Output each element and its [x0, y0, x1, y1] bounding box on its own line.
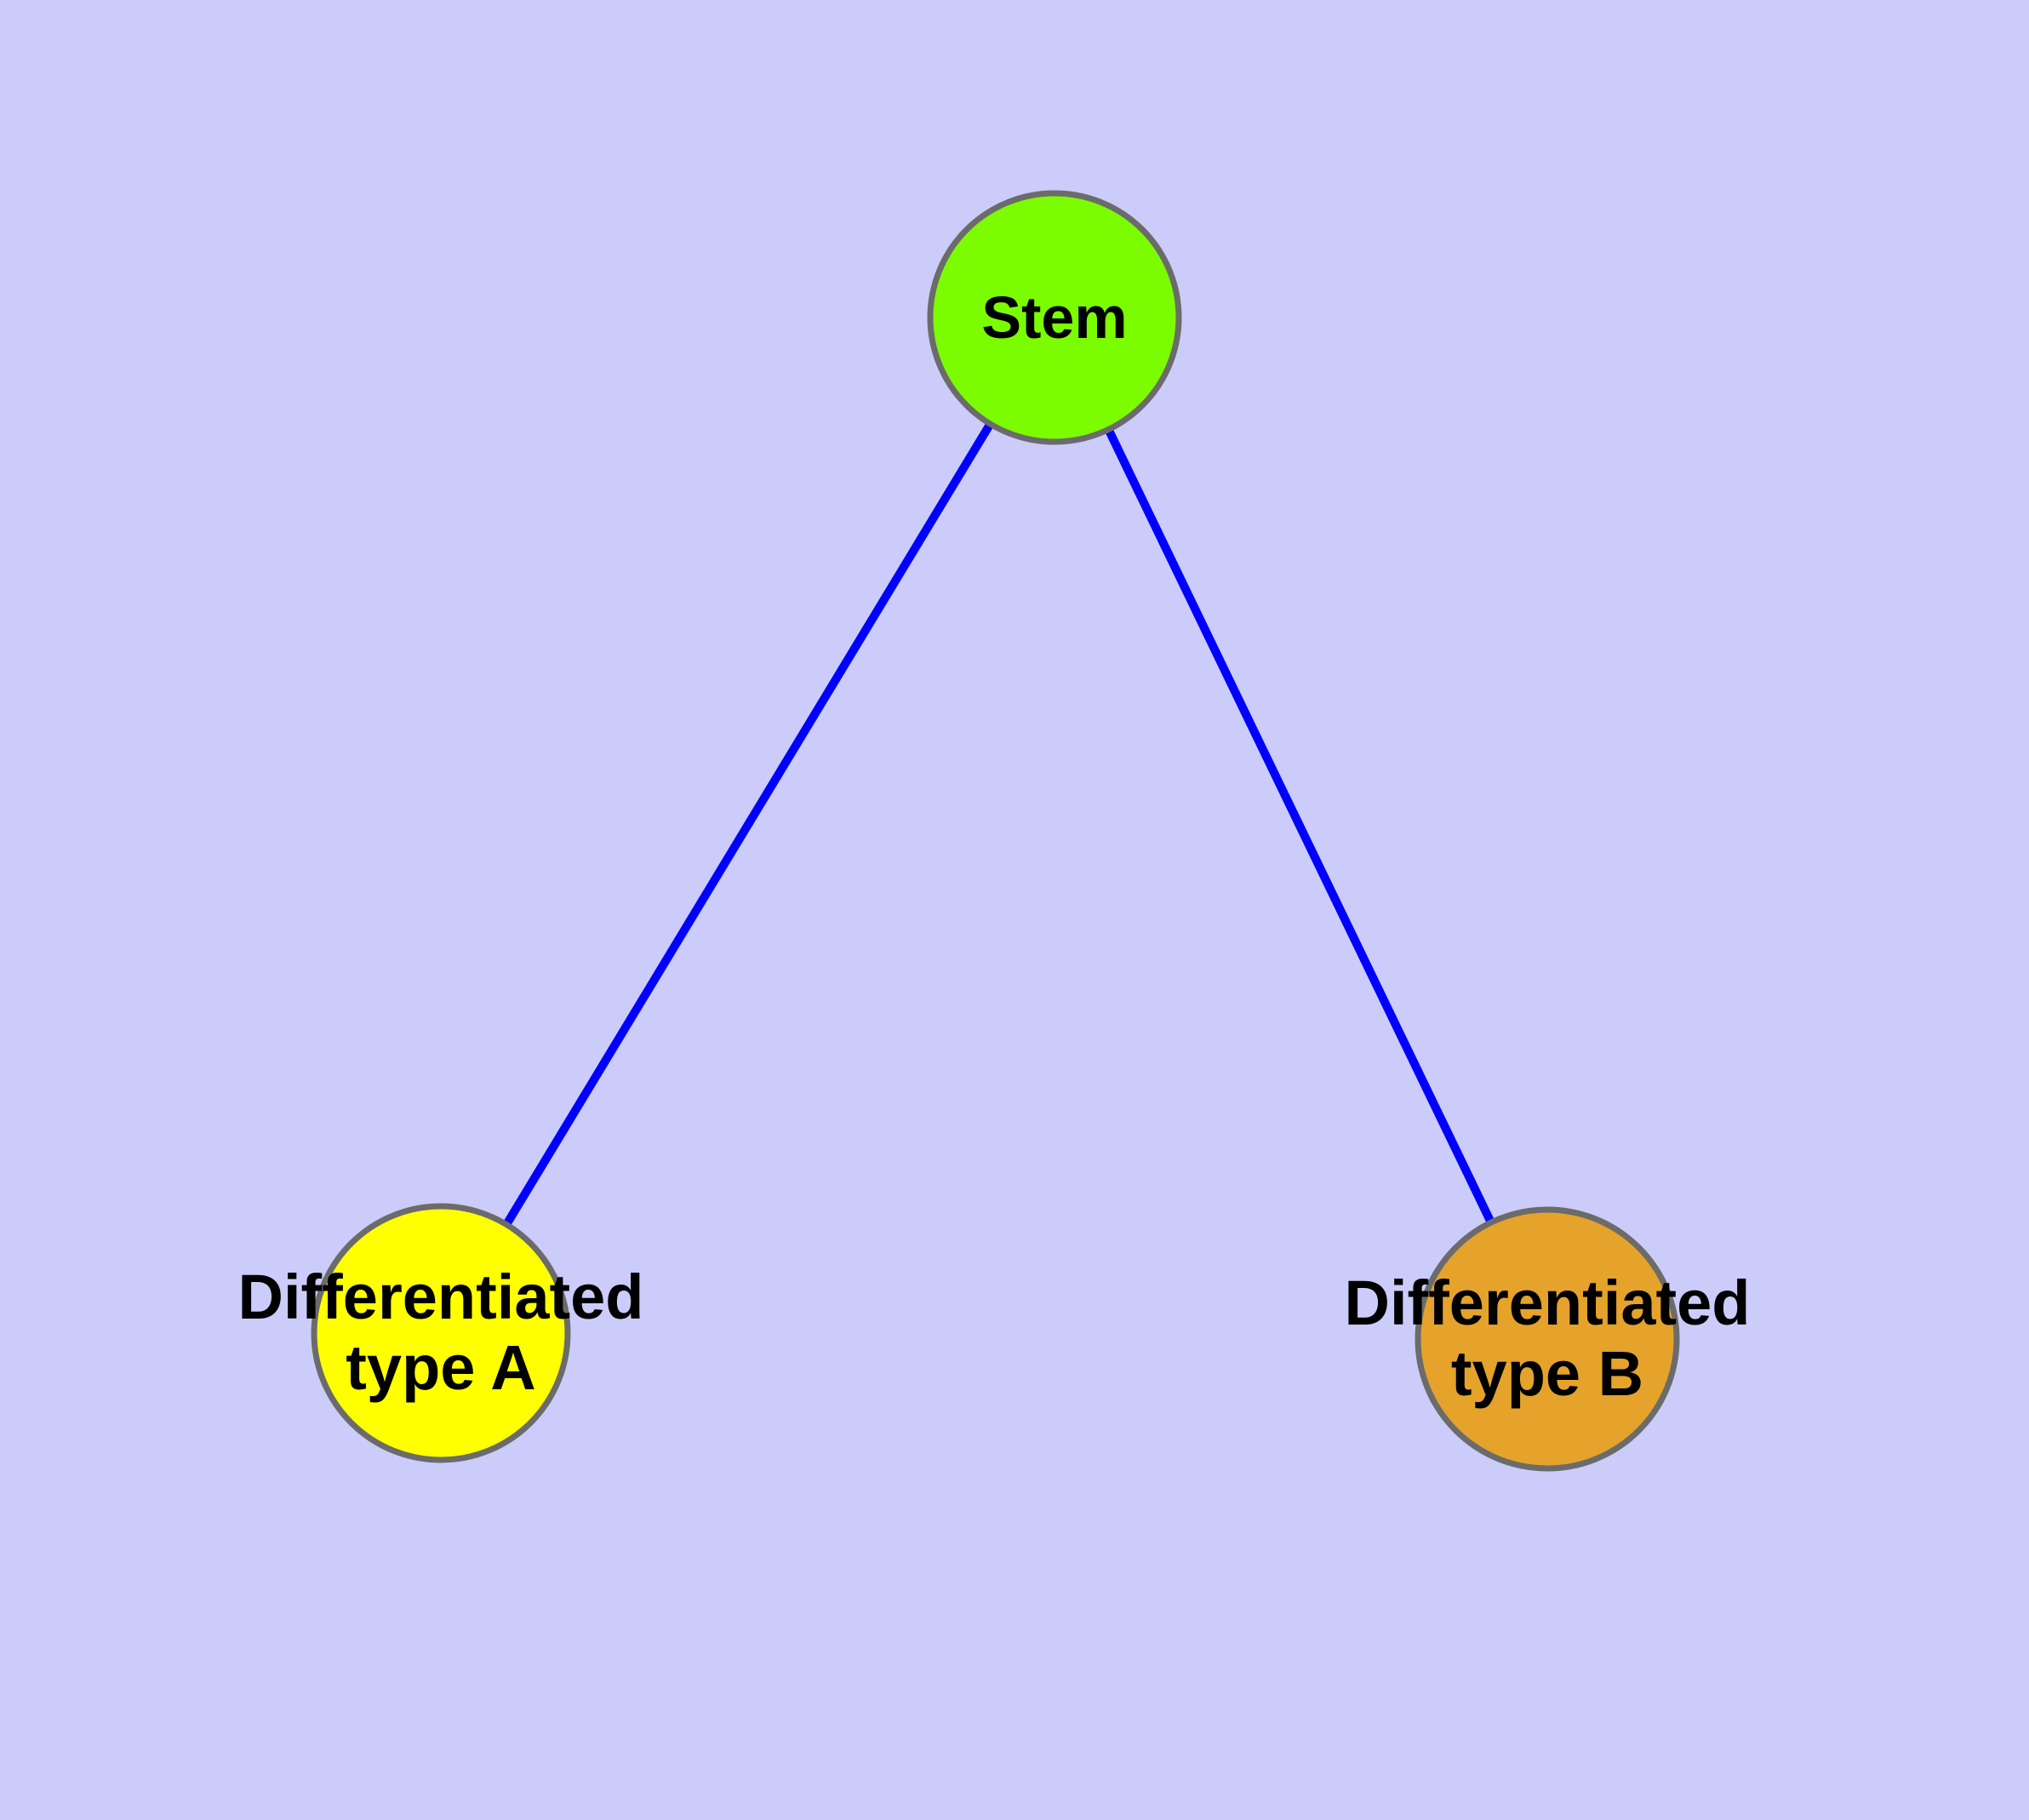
node-differentiated-type-b-circle[interactable]: [1415, 1206, 1680, 1472]
nodes-group: [311, 190, 1680, 1472]
edges-group: [501, 420, 1496, 1228]
edge-stem-to-differentiated-type-b[interactable]: [1104, 426, 1496, 1227]
edge-stem-to-differentiated-type-a[interactable]: [501, 420, 995, 1228]
node-differentiated-type-a-circle[interactable]: [311, 1203, 571, 1463]
node-stem-circle[interactable]: [927, 190, 1182, 445]
